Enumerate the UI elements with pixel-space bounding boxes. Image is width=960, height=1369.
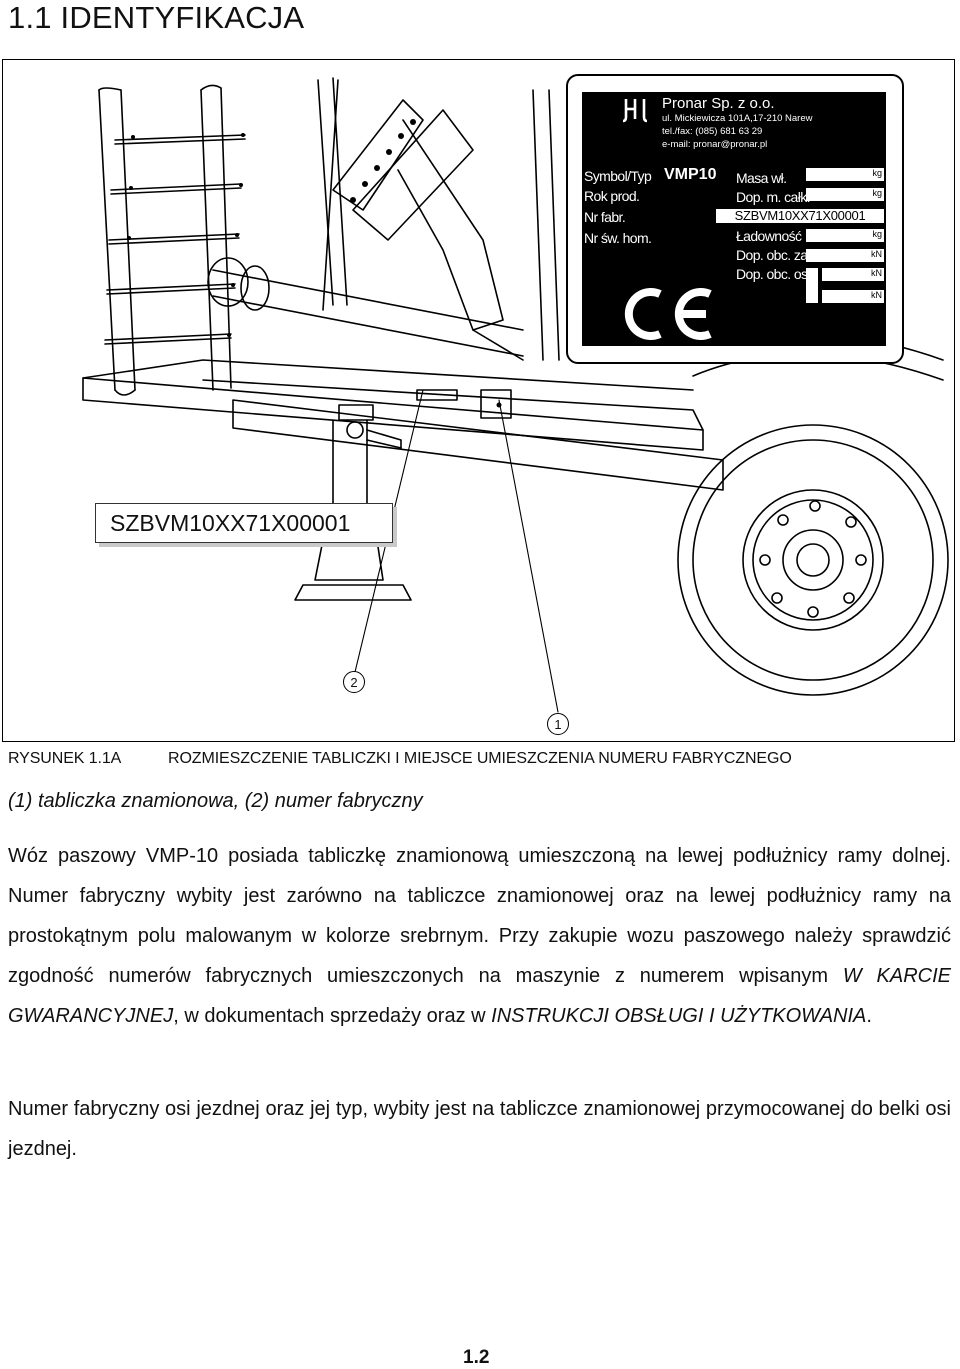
label-production-year: Rok prod.: [584, 188, 640, 204]
company-email: e-mail: pronar@pronar.pl: [662, 139, 768, 150]
unit-kn: kN: [871, 268, 882, 278]
load-capacity-field: kg: [806, 229, 884, 242]
paragraph-axle: Numer fabryczny osi jezdnej oraz jej typ…: [8, 1098, 951, 1160]
company-name: Pronar Sp. z o.o.: [662, 95, 775, 112]
page-number: 1.2: [463, 1347, 490, 1368]
callout-1: 1: [547, 713, 569, 735]
axle-load-field-2: kN: [822, 290, 884, 303]
label-symbol-type: Symbol/Typ: [584, 168, 652, 184]
serial-number-field: SZBVM10XX71X00001: [716, 209, 884, 223]
label-load-capacity: Ładowność: [736, 228, 802, 244]
manual-ref: INSTRUKCJI OBSŁUGI I UŻYTKOWANIA: [491, 1005, 867, 1027]
paragraph-text: .: [866, 1005, 872, 1027]
label-total-mass: Dop. m. całk.: [736, 189, 810, 205]
hitch-load-field: kN: [806, 249, 884, 262]
axle-load-field-1: kN: [822, 268, 884, 281]
paragraph-identification: Wóz paszowy VMP-10 posiada tabliczkę zna…: [8, 836, 951, 1036]
warranty-card-ref: W KARCIE GWARANCYJNEJ: [8, 965, 951, 1027]
label-homologation: Nr św. hom.: [584, 230, 652, 246]
machine-illustration: [82, 77, 949, 713]
unit-kg: kg: [872, 168, 882, 178]
unit-kg: kg: [872, 188, 882, 198]
figure-frame: Pronar Sp. z o.o. ul. Mickiewicza 101A,1…: [2, 59, 955, 742]
figure-legend: (1) tabliczka znamionowa, (2) numer fabr…: [8, 790, 423, 812]
unit-kn: kN: [871, 249, 882, 259]
paragraph-text: Wóz paszowy VMP-10 posiada tabliczkę zna…: [8, 845, 951, 987]
own-mass-field: kg: [806, 168, 884, 181]
serial-number-stamp: SZBVM10XX71X00001: [95, 503, 393, 543]
label-axle-load: Dop. obc. osi: [736, 266, 811, 282]
label-serial-number: Nr fabr.: [584, 209, 626, 225]
axle-load-marker: [806, 268, 818, 303]
type-value: VMP10: [664, 166, 717, 183]
callout-2: 2: [343, 671, 365, 693]
label-own-mass: Masa wł.: [736, 170, 787, 186]
ce-mark-icon: CE: [624, 288, 712, 340]
total-mass-field: kg: [806, 188, 884, 201]
figure-label: RYSUNEK 1.1A: [8, 750, 122, 767]
paragraph-text: , w dokumentach sprzedaży oraz w: [173, 1005, 492, 1027]
unit-kn: kN: [871, 290, 882, 300]
label-hitch-load: Dop. obc. zacz.: [736, 247, 824, 263]
company-phone: tel./fax: (085) 681 63 29: [662, 126, 763, 137]
section-title: 1.1 IDENTYFIKACJA: [8, 0, 305, 35]
unit-kg: kg: [872, 229, 882, 239]
nameplate: Pronar Sp. z o.o. ul. Mickiewicza 101A,1…: [566, 74, 904, 364]
nameplate-panel: Pronar Sp. z o.o. ul. Mickiewicza 101A,1…: [582, 92, 886, 346]
pronar-logo-icon: [622, 99, 648, 123]
company-address: ul. Mickiewicza 101A,17-210 Narew: [662, 113, 813, 124]
figure-caption: ROZMIESZCZENIE TABLICZKI I MIEJSCE UMIES…: [168, 750, 792, 767]
